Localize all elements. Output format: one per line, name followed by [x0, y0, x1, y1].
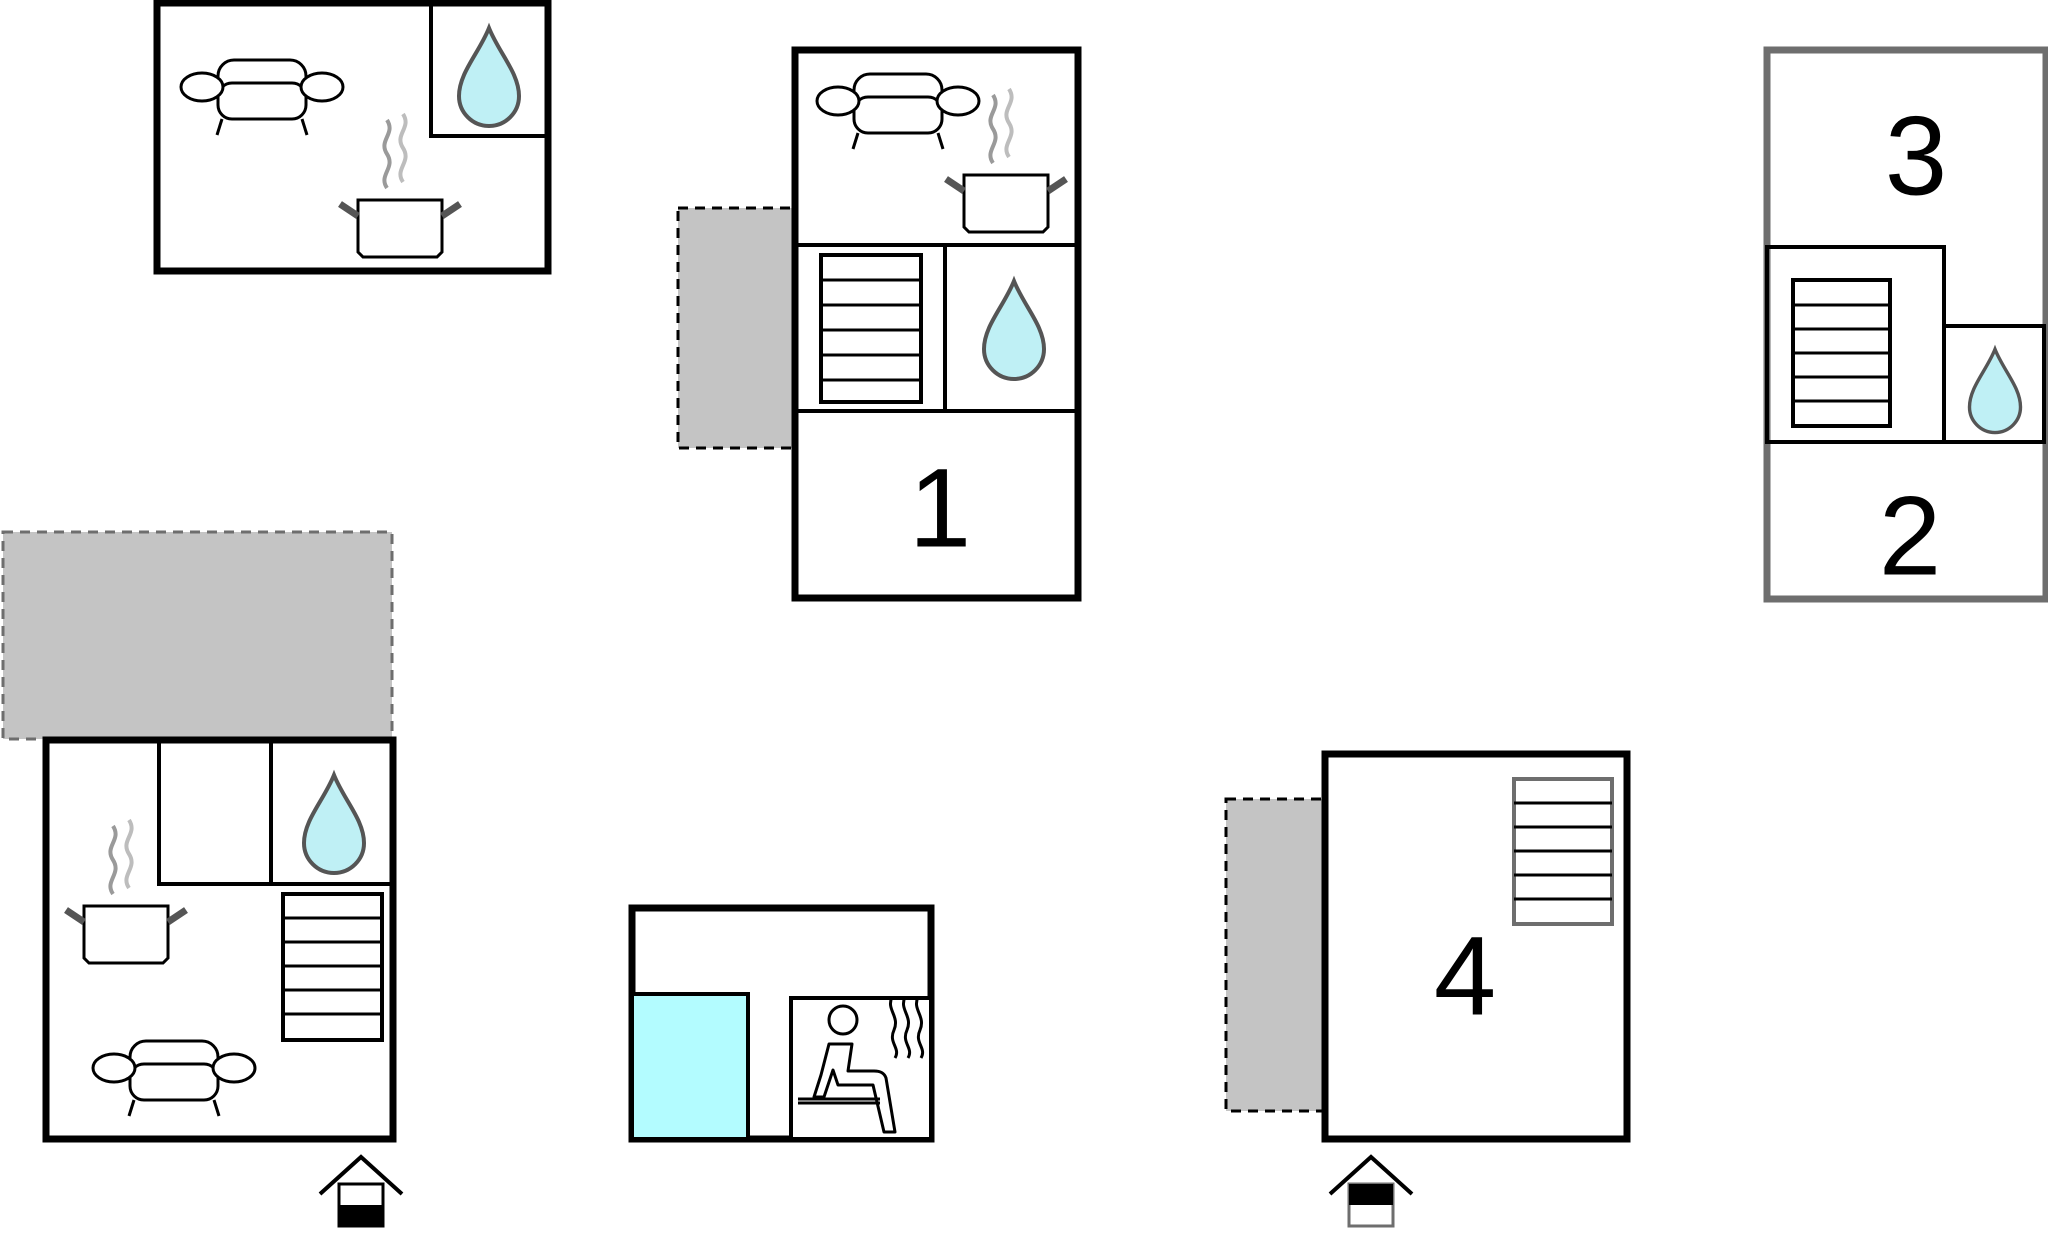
stairs-icon — [281, 892, 384, 1042]
stairs-icon — [819, 253, 923, 404]
entrance-icon — [1328, 1154, 1414, 1228]
building-4: 4 — [1224, 750, 1631, 1228]
entrance-icon — [318, 1154, 404, 1228]
sauna-icon — [798, 996, 925, 1134]
building-2-3: 3 2 — [1763, 46, 2048, 603]
room-number-3: 3 — [1885, 94, 1947, 219]
building-1: 1 — [676, 46, 1082, 602]
pool-sauna-building — [628, 904, 935, 1143]
building-b — [1, 530, 404, 1228]
room-number-4: 4 — [1434, 914, 1496, 1039]
terrace — [676, 206, 795, 450]
stairs-icon — [1791, 278, 1892, 428]
building-a — [153, 0, 552, 275]
room-number-2: 2 — [1879, 474, 1941, 599]
stairs-icon — [1512, 777, 1614, 926]
terrace — [1224, 797, 1326, 1113]
room-number-1: 1 — [909, 446, 971, 571]
terrace — [1, 530, 394, 741]
pool — [630, 992, 750, 1141]
